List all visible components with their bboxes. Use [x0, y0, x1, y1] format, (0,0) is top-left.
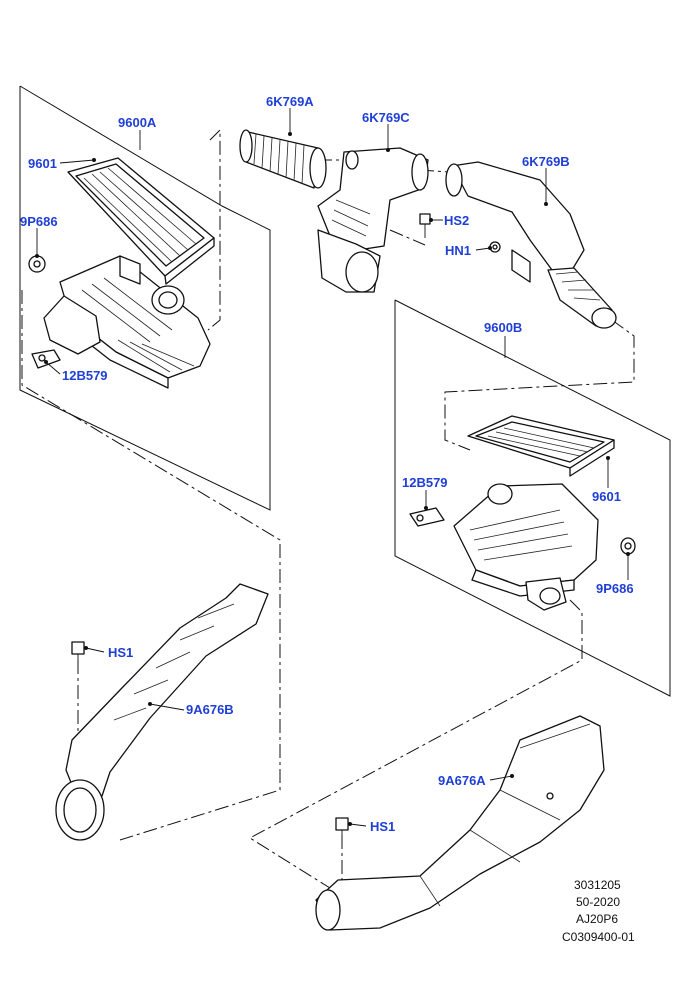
grommet-b [620, 537, 636, 555]
connector-hs2 [389, 229, 426, 246]
nut-hn1 [489, 241, 501, 253]
mass-air-flow-sensor-a [31, 349, 61, 369]
reference-line-2: 50-2020 [576, 895, 620, 909]
label-grommet-a: 9P686 [20, 214, 58, 229]
label-duct-6k769a: 6K769A [266, 94, 314, 109]
air-filter-a [67, 157, 215, 285]
air-duct-6k769c [317, 147, 429, 293]
air-intake-9a676a [315, 715, 605, 931]
connector-a-bottom [21, 290, 281, 841]
connector-a-top [207, 128, 221, 331]
screw-hs2 [419, 213, 431, 238]
label-duct-6k769b: 6K769B [522, 154, 570, 169]
label-duct-6k769c: 6K769C [362, 110, 410, 125]
reference-line-3: AJ20P6 [576, 912, 618, 926]
grommet-a [28, 255, 46, 273]
label-sensor-a: 12B579 [62, 368, 108, 383]
label-screw-hs2: HS2 [444, 213, 469, 228]
label-filter-b: 9601 [592, 489, 621, 504]
screw-hs1-a [71, 641, 85, 668]
mass-air-flow-sensor-b [409, 507, 445, 527]
label-intake-9a676b: 9A676B [186, 702, 234, 717]
air-duct-6k769b [445, 161, 617, 329]
label-air-cleaner-a: 9600A [118, 115, 157, 130]
air-cleaner-housing-b [453, 483, 599, 611]
air-cleaner-housing-a [43, 255, 211, 389]
label-sensor-b: 12B579 [402, 475, 448, 490]
air-duct-6k769a [239, 129, 327, 189]
label-grommet-b: 9P686 [596, 581, 634, 596]
frame-air-cleaner-b [394, 299, 671, 697]
air-filter-b [467, 415, 615, 477]
label-intake-9a676a: 9A676A [438, 773, 486, 788]
leader-lines [35, 108, 630, 827]
reference-line-1: 3031205 [574, 878, 621, 892]
screw-hs1-b [335, 817, 349, 844]
connector-b-bottom [249, 599, 583, 889]
air-intake-9a676b [55, 583, 269, 841]
label-nut-hn1: HN1 [445, 243, 471, 258]
label-screw-hs1-a: HS1 [108, 645, 133, 660]
reference-line-4: C0309400-01 [562, 930, 635, 944]
label-screw-hs1-b: HS1 [370, 819, 395, 834]
label-air-cleaner-b: 9600B [484, 320, 522, 335]
label-filter-a: 9601 [28, 156, 57, 171]
frame-air-cleaner-a [19, 85, 271, 511]
